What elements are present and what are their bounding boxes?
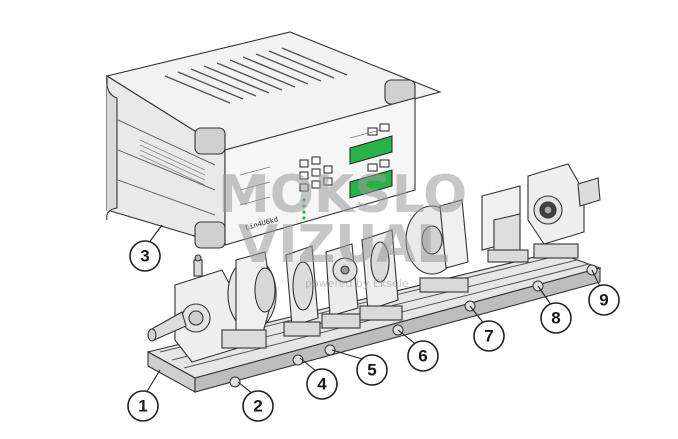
svg-text:7: 7: [484, 327, 493, 346]
lcd-display-lower: [349, 169, 393, 199]
filter-holder-5: [321, 243, 361, 329]
svg-text:5: 5: [367, 361, 376, 380]
watermark: MOKSLO VIZUAL powered by Eksele: [218, 165, 467, 290]
callout-1: 1: [127, 390, 159, 422]
controller-unit: Lin4U6kd: [105, 31, 442, 249]
callout-8: 8: [540, 302, 572, 334]
callout-7: 7: [473, 320, 505, 352]
callout-6: 6: [407, 340, 439, 372]
callout-9: 9: [588, 284, 620, 316]
detector-head-9: [527, 163, 601, 259]
rotation-stage-7: [405, 199, 469, 293]
panel-buttons: [299, 123, 390, 192]
svg-text:2: 2: [253, 397, 262, 416]
callout-4: 4: [306, 368, 338, 400]
svg-text:1: 1: [138, 397, 147, 416]
lens-mount-4: [283, 245, 321, 337]
lcd-display-upper: [349, 135, 393, 165]
callouts: 1 2 3 4 5 6 7 8: [127, 224, 620, 422]
vent-slots: [164, 47, 348, 104]
callout-5: 5: [356, 354, 388, 386]
svg-text:8: 8: [551, 309, 560, 328]
collimator-housing: [221, 251, 277, 349]
watermark-line2: VIZUAL: [238, 215, 449, 275]
sample-holder-6: [359, 229, 403, 321]
watermark-tagline: powered by Eksele: [305, 277, 409, 290]
svg-text:9: 9: [599, 291, 608, 310]
watermark-line1: MOKSLO: [218, 165, 467, 225]
slit-bracket-8: [481, 185, 529, 263]
svg-text:3: 3: [140, 247, 149, 266]
svg-text:4: 4: [317, 375, 327, 394]
svg-text:6: 6: [418, 347, 427, 366]
callout-2: 2: [242, 390, 274, 422]
callout-3: 3: [129, 240, 161, 272]
